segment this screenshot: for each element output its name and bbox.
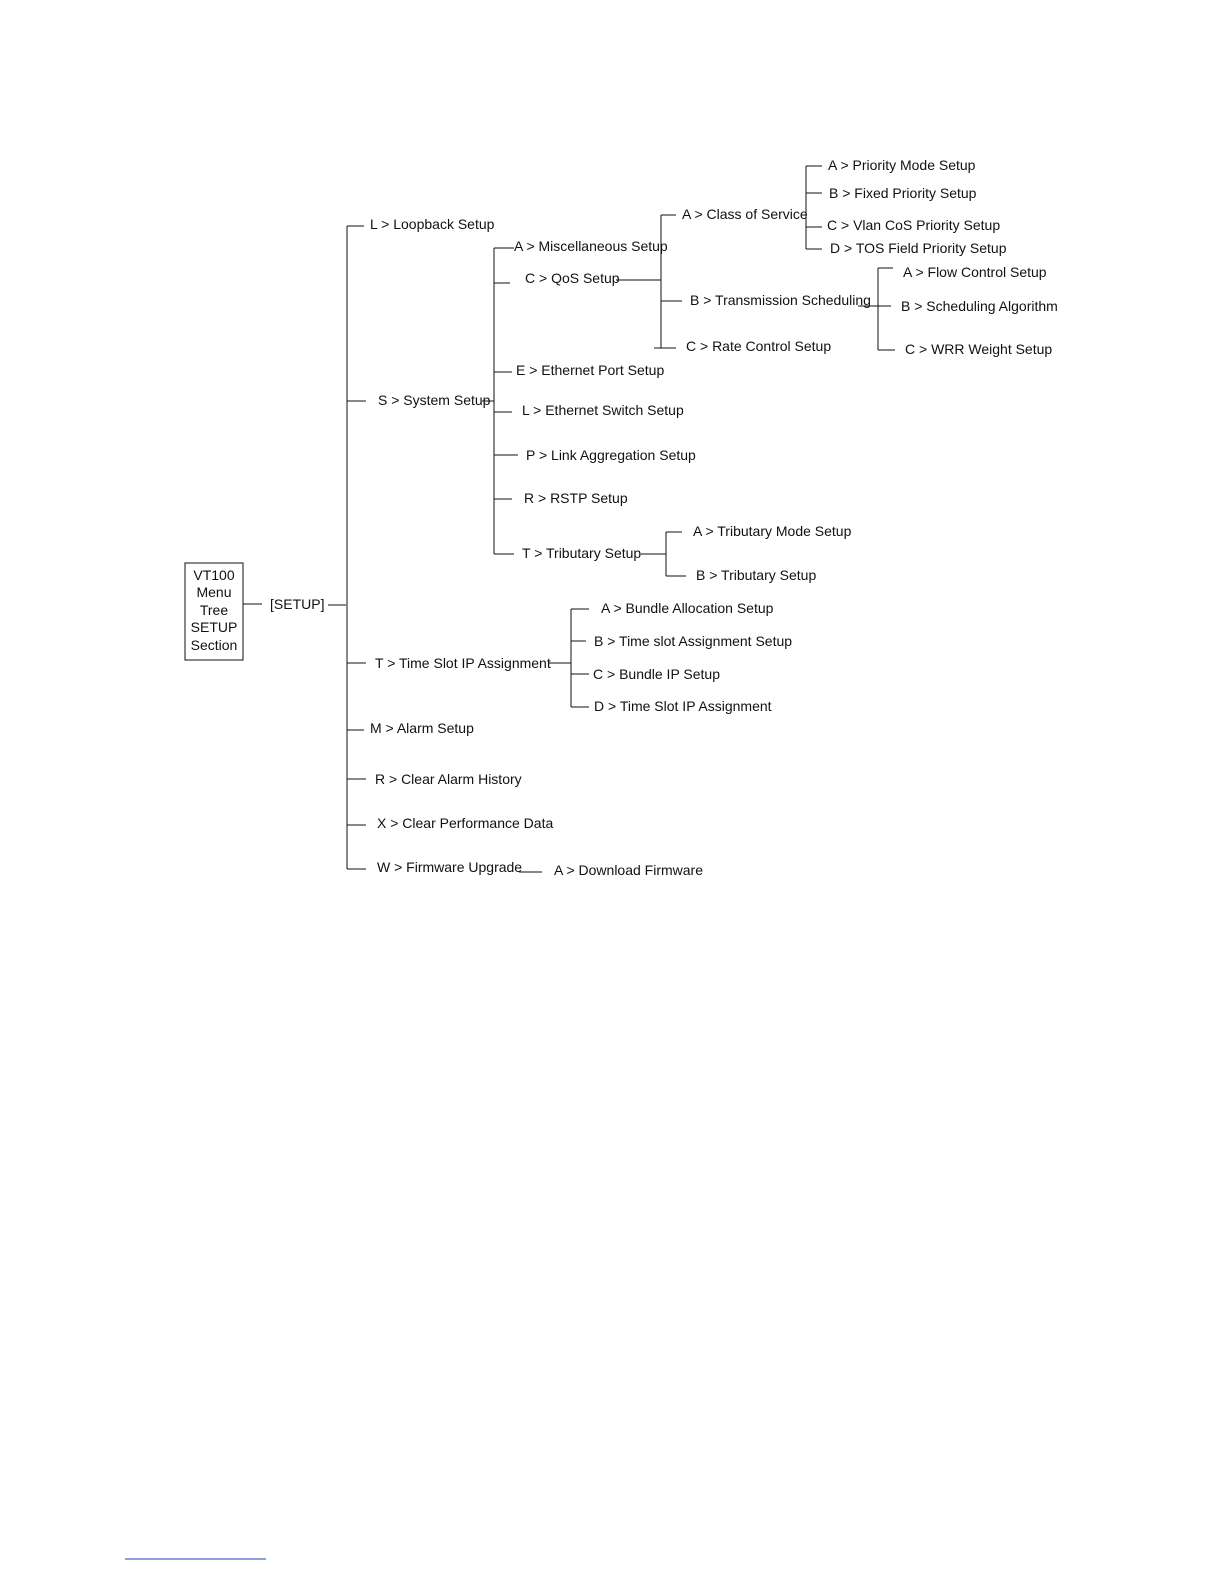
menu-item-eth-port: E > Ethernet Port Setup [516, 362, 664, 378]
menu-item-wrr: C > WRR Weight Setup [905, 341, 1052, 357]
menu-item-ts-assign: B > Time slot Assignment Setup [594, 633, 792, 649]
menu-item-trib-setup: B > Tributary Setup [696, 567, 816, 583]
menu-item-trib-mode: A > Tributary Mode Setup [693, 523, 852, 539]
root-line-3: Tree [200, 602, 228, 618]
root-line-2: Menu [196, 584, 231, 600]
menu-item-fixed-priority: B > Fixed Priority Setup [829, 185, 977, 201]
setup-label: [SETUP] [270, 596, 324, 612]
menu-item-download: A > Download Firmware [554, 862, 703, 878]
root-line-5: Section [191, 637, 238, 653]
menu-item-vlan-cos: C > Vlan CoS Priority Setup [827, 217, 1000, 233]
menu-item-flow: A > Flow Control Setup [903, 264, 1047, 280]
menu-item-bundle-alloc: A > Bundle Allocation Setup [601, 600, 774, 616]
menu-item-link-agg: P > Link Aggregation Setup [526, 447, 696, 463]
root-line-4: SETUP [191, 619, 238, 635]
menu-item-ts-ip: D > Time Slot IP Assignment [594, 698, 772, 714]
menu-item-firmware: W > Firmware Upgrade [377, 859, 522, 875]
menu-item-clear-perf: X > Clear Performance Data [377, 815, 553, 831]
menu-item-tributary: T > Tributary Setup [522, 545, 641, 561]
menu-item-misc: A > Miscellaneous Setup [514, 238, 668, 254]
menu-item-rate: C > Rate Control Setup [686, 338, 831, 354]
menu-item-eth-switch: L > Ethernet Switch Setup [522, 402, 684, 418]
root-box [184, 562, 244, 661]
root-line-1: VT100 [193, 567, 234, 583]
menu-item-sched: B > Scheduling Algorithm [901, 298, 1058, 314]
menu-item-system: S > System Setup [378, 392, 491, 408]
menu-item-loopback: L > Loopback Setup [370, 216, 495, 232]
menu-item-bundle-ip: C > Bundle IP Setup [593, 666, 720, 682]
root-node: VT100 Menu Tree SETUP Section [184, 562, 244, 661]
menu-item-rstp: R > RSTP Setup [524, 490, 628, 506]
menu-item-timeslot: T > Time Slot IP Assignment [375, 655, 551, 671]
menu-item-priority-mode: A > Priority Mode Setup [828, 157, 976, 173]
menu-item-cos: A > Class of Service [682, 206, 808, 222]
menu-item-tos-field: D > TOS Field Priority Setup [830, 240, 1007, 256]
menu-item-trans: B > Transmission Scheduling [690, 292, 871, 308]
menu-item-clear-alarm: R > Clear Alarm History [375, 771, 522, 787]
menu-item-qos: C > QoS Setup [525, 270, 620, 286]
menu-item-alarm: M > Alarm Setup [370, 720, 474, 736]
